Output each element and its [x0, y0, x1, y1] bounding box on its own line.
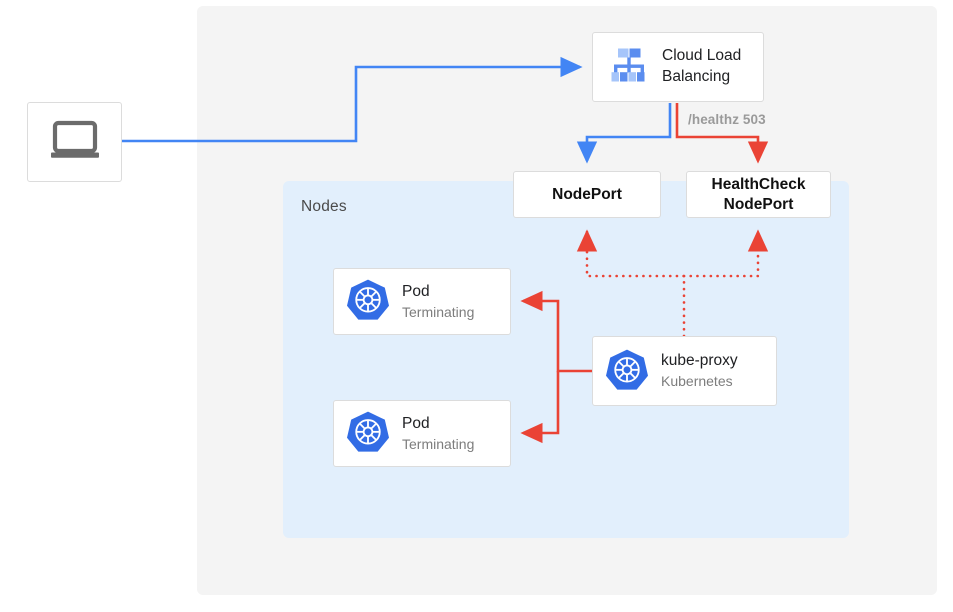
- healthcheck-nodeport-box[interactable]: HealthCheck NodePort: [686, 171, 831, 218]
- healthz-status-label: /healthz 503: [688, 112, 766, 127]
- healthcheck-nodeport-label: HealthCheck NodePort: [712, 175, 806, 215]
- pod-card-2[interactable]: Pod Terminating: [333, 400, 511, 467]
- healthcheck-nodeport-line1: HealthCheck: [711, 175, 806, 193]
- nodeport-label: NodePort: [552, 185, 622, 203]
- laptop-icon: [49, 120, 101, 165]
- pod-status: Terminating: [402, 303, 475, 320]
- pod-card-2-text: Pod Terminating: [402, 414, 474, 454]
- client-card[interactable]: [27, 102, 122, 182]
- cloud-load-balancing-icon: [607, 43, 651, 92]
- clb-title-line2: Balancing: [662, 68, 731, 85]
- cloud-load-balancing-text: Cloud Load Balancing: [662, 46, 741, 88]
- pod-card-1[interactable]: Pod Terminating: [333, 268, 511, 335]
- clb-title-line1: Cloud Load: [662, 47, 742, 65]
- pod-title: Pod: [402, 282, 430, 300]
- kubernetes-icon: [347, 278, 389, 325]
- kubernetes-icon: [347, 410, 389, 457]
- pod-status: Terminating: [402, 435, 475, 452]
- nodeport-box[interactable]: NodePort: [513, 171, 661, 218]
- kube-proxy-text: kube-proxy Kubernetes: [661, 351, 738, 391]
- kube-proxy-card[interactable]: kube-proxy Kubernetes: [592, 336, 777, 406]
- nodes-panel-label: Nodes: [301, 198, 347, 215]
- kube-proxy-title: kube-proxy: [661, 352, 738, 370]
- pod-card-1-text: Pod Terminating: [402, 282, 474, 322]
- kube-proxy-subtitle: Kubernetes: [661, 373, 733, 390]
- kubernetes-icon: [606, 348, 648, 395]
- pod-title: Pod: [402, 414, 430, 432]
- cloud-load-balancing-card[interactable]: Cloud Load Balancing: [592, 32, 764, 102]
- healthcheck-nodeport-line2: NodePort: [723, 195, 794, 213]
